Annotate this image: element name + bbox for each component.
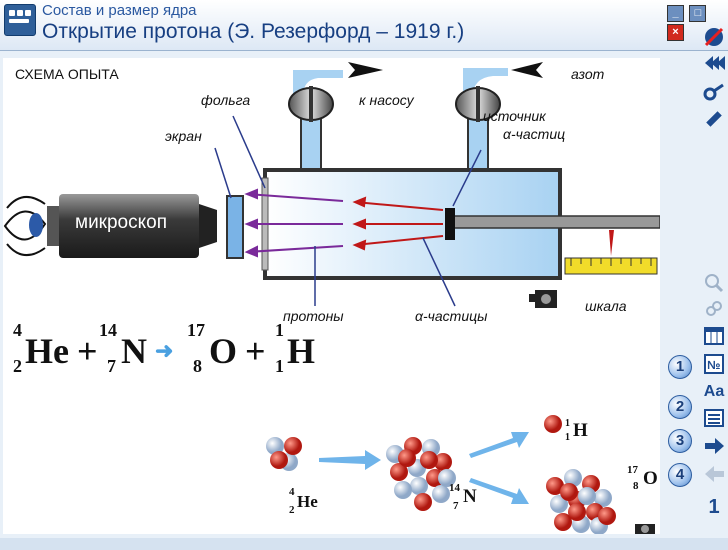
rewind-icon[interactable] [701, 54, 727, 76]
pump-arrow [348, 62, 383, 78]
scale-label: шкала [585, 298, 627, 314]
source-label-line2: α-частиц [503, 126, 566, 142]
plus-sign-2: + [245, 331, 266, 371]
n-mass: 14 [99, 320, 117, 340]
scheme-title: СХЕМА ОПЫТА [15, 66, 119, 82]
experiment-diagram [3, 62, 660, 308]
h-charge: 1 [275, 356, 284, 376]
link-icon[interactable] [701, 298, 727, 320]
zoom-icon[interactable] [701, 272, 727, 294]
camera-icon-2[interactable] [635, 524, 655, 534]
pump-valve [288, 86, 334, 122]
reaction-arrow: ➜ [155, 338, 174, 363]
nitrogen-valve [455, 86, 501, 122]
ill-o-mass: 17 [627, 464, 638, 476]
arrow-to-nitrogen [319, 450, 381, 470]
source-rod [452, 215, 660, 229]
content-panel: СХЕМА ОПЫТА [3, 58, 660, 534]
camera-icon[interactable] [529, 290, 557, 308]
o-charge: 8 [193, 356, 202, 376]
status-bar [0, 538, 728, 550]
ill-he-charge: 2 [289, 504, 295, 516]
step-button-1[interactable]: 1 [668, 355, 692, 379]
app-icon[interactable] [4, 4, 36, 36]
arrow-right-icon[interactable] [701, 436, 727, 458]
maximize-button[interactable]: □ [689, 5, 707, 22]
o-mass: 17 [187, 320, 205, 340]
h-mass: 1 [275, 320, 284, 340]
alpha-label: α-частицы [415, 308, 488, 324]
eye-icon [3, 196, 47, 256]
n-symbol: N [121, 331, 147, 371]
helium-nucleus [266, 437, 302, 471]
hydrogen-proton [544, 415, 562, 433]
ill-n-mass: 14 [449, 482, 460, 494]
arrow-to-hydrogen [469, 432, 529, 458]
ill-o-symbol: O [643, 468, 658, 489]
nitrogen-arrow [511, 62, 543, 78]
he-symbol: He [25, 331, 69, 371]
ill-h-mass: 1 [565, 418, 570, 429]
reaction-illustration [266, 415, 655, 534]
key-icon[interactable] [701, 82, 727, 104]
number-icon[interactable]: № [701, 354, 727, 376]
o-symbol: O [209, 331, 238, 371]
step-button-4[interactable]: 4 [668, 463, 692, 487]
title-bar: Состав и размер ядра Открытие протона (Э… [0, 0, 728, 51]
nuclear-equation: 4 2 He + 14 7 N ➜ 17 8 O + 1 1 H [13, 320, 333, 390]
ill-h-charge: 1 [565, 432, 570, 443]
he-charge: 2 [13, 356, 22, 376]
page-number: 1 [708, 496, 720, 518]
proton-beams [244, 188, 344, 258]
source-label-line1: источник [483, 108, 546, 124]
ill-he-symbol: He [297, 492, 318, 511]
label-pointers [214, 115, 482, 307]
foil-label: фольга [201, 92, 251, 108]
scale-ruler [564, 257, 658, 275]
window-controls: _ □ × [667, 3, 728, 41]
table-icon[interactable] [701, 326, 727, 348]
ill-n-charge: 7 [453, 500, 459, 512]
no-sound-icon[interactable] [701, 26, 727, 48]
scale-pointer [609, 230, 614, 256]
right-toolbar: № Aa 1 [665, 24, 728, 550]
step-button-3[interactable]: 3 [668, 429, 692, 453]
microscope [47, 194, 217, 258]
svg-text:№: № [707, 358, 720, 372]
pump-pipe [293, 70, 343, 179]
pump-label: к насосу [359, 92, 414, 108]
font-size-button[interactable]: Aa [703, 383, 725, 400]
page-title: Открытие протона (Э. Резерфорд – 1919 г.… [42, 20, 465, 43]
ill-he-mass: 4 [289, 486, 295, 498]
nitrogen-nucleus [386, 437, 456, 511]
alpha-source [445, 208, 455, 240]
arrow-to-oxygen [469, 478, 529, 504]
oxygen-nucleus [546, 469, 616, 534]
protons-label: протоны [283, 308, 344, 324]
arrow-left-icon[interactable] [701, 464, 727, 486]
section-subtitle: Состав и размер ядра [42, 2, 197, 19]
h-symbol: H [287, 331, 316, 371]
step-button-2[interactable]: 2 [668, 395, 692, 419]
ill-h-symbol: H [573, 420, 588, 441]
alpha-beams [352, 196, 444, 251]
nitrogen-label: азот [571, 66, 605, 82]
n-charge: 7 [107, 356, 116, 376]
pencil-icon[interactable] [701, 108, 727, 130]
plus-sign-1: + [77, 331, 98, 371]
minimize-button[interactable]: _ [667, 5, 684, 22]
ill-n-symbol: N [463, 486, 477, 507]
fluorescent-screen [226, 195, 244, 259]
he-mass: 4 [13, 320, 22, 340]
screen-label: экран [165, 128, 202, 144]
close-button[interactable]: × [667, 24, 684, 41]
microscope-label: микроскоп [75, 212, 168, 233]
ill-o-charge: 8 [633, 480, 639, 492]
list-icon[interactable] [701, 408, 727, 430]
